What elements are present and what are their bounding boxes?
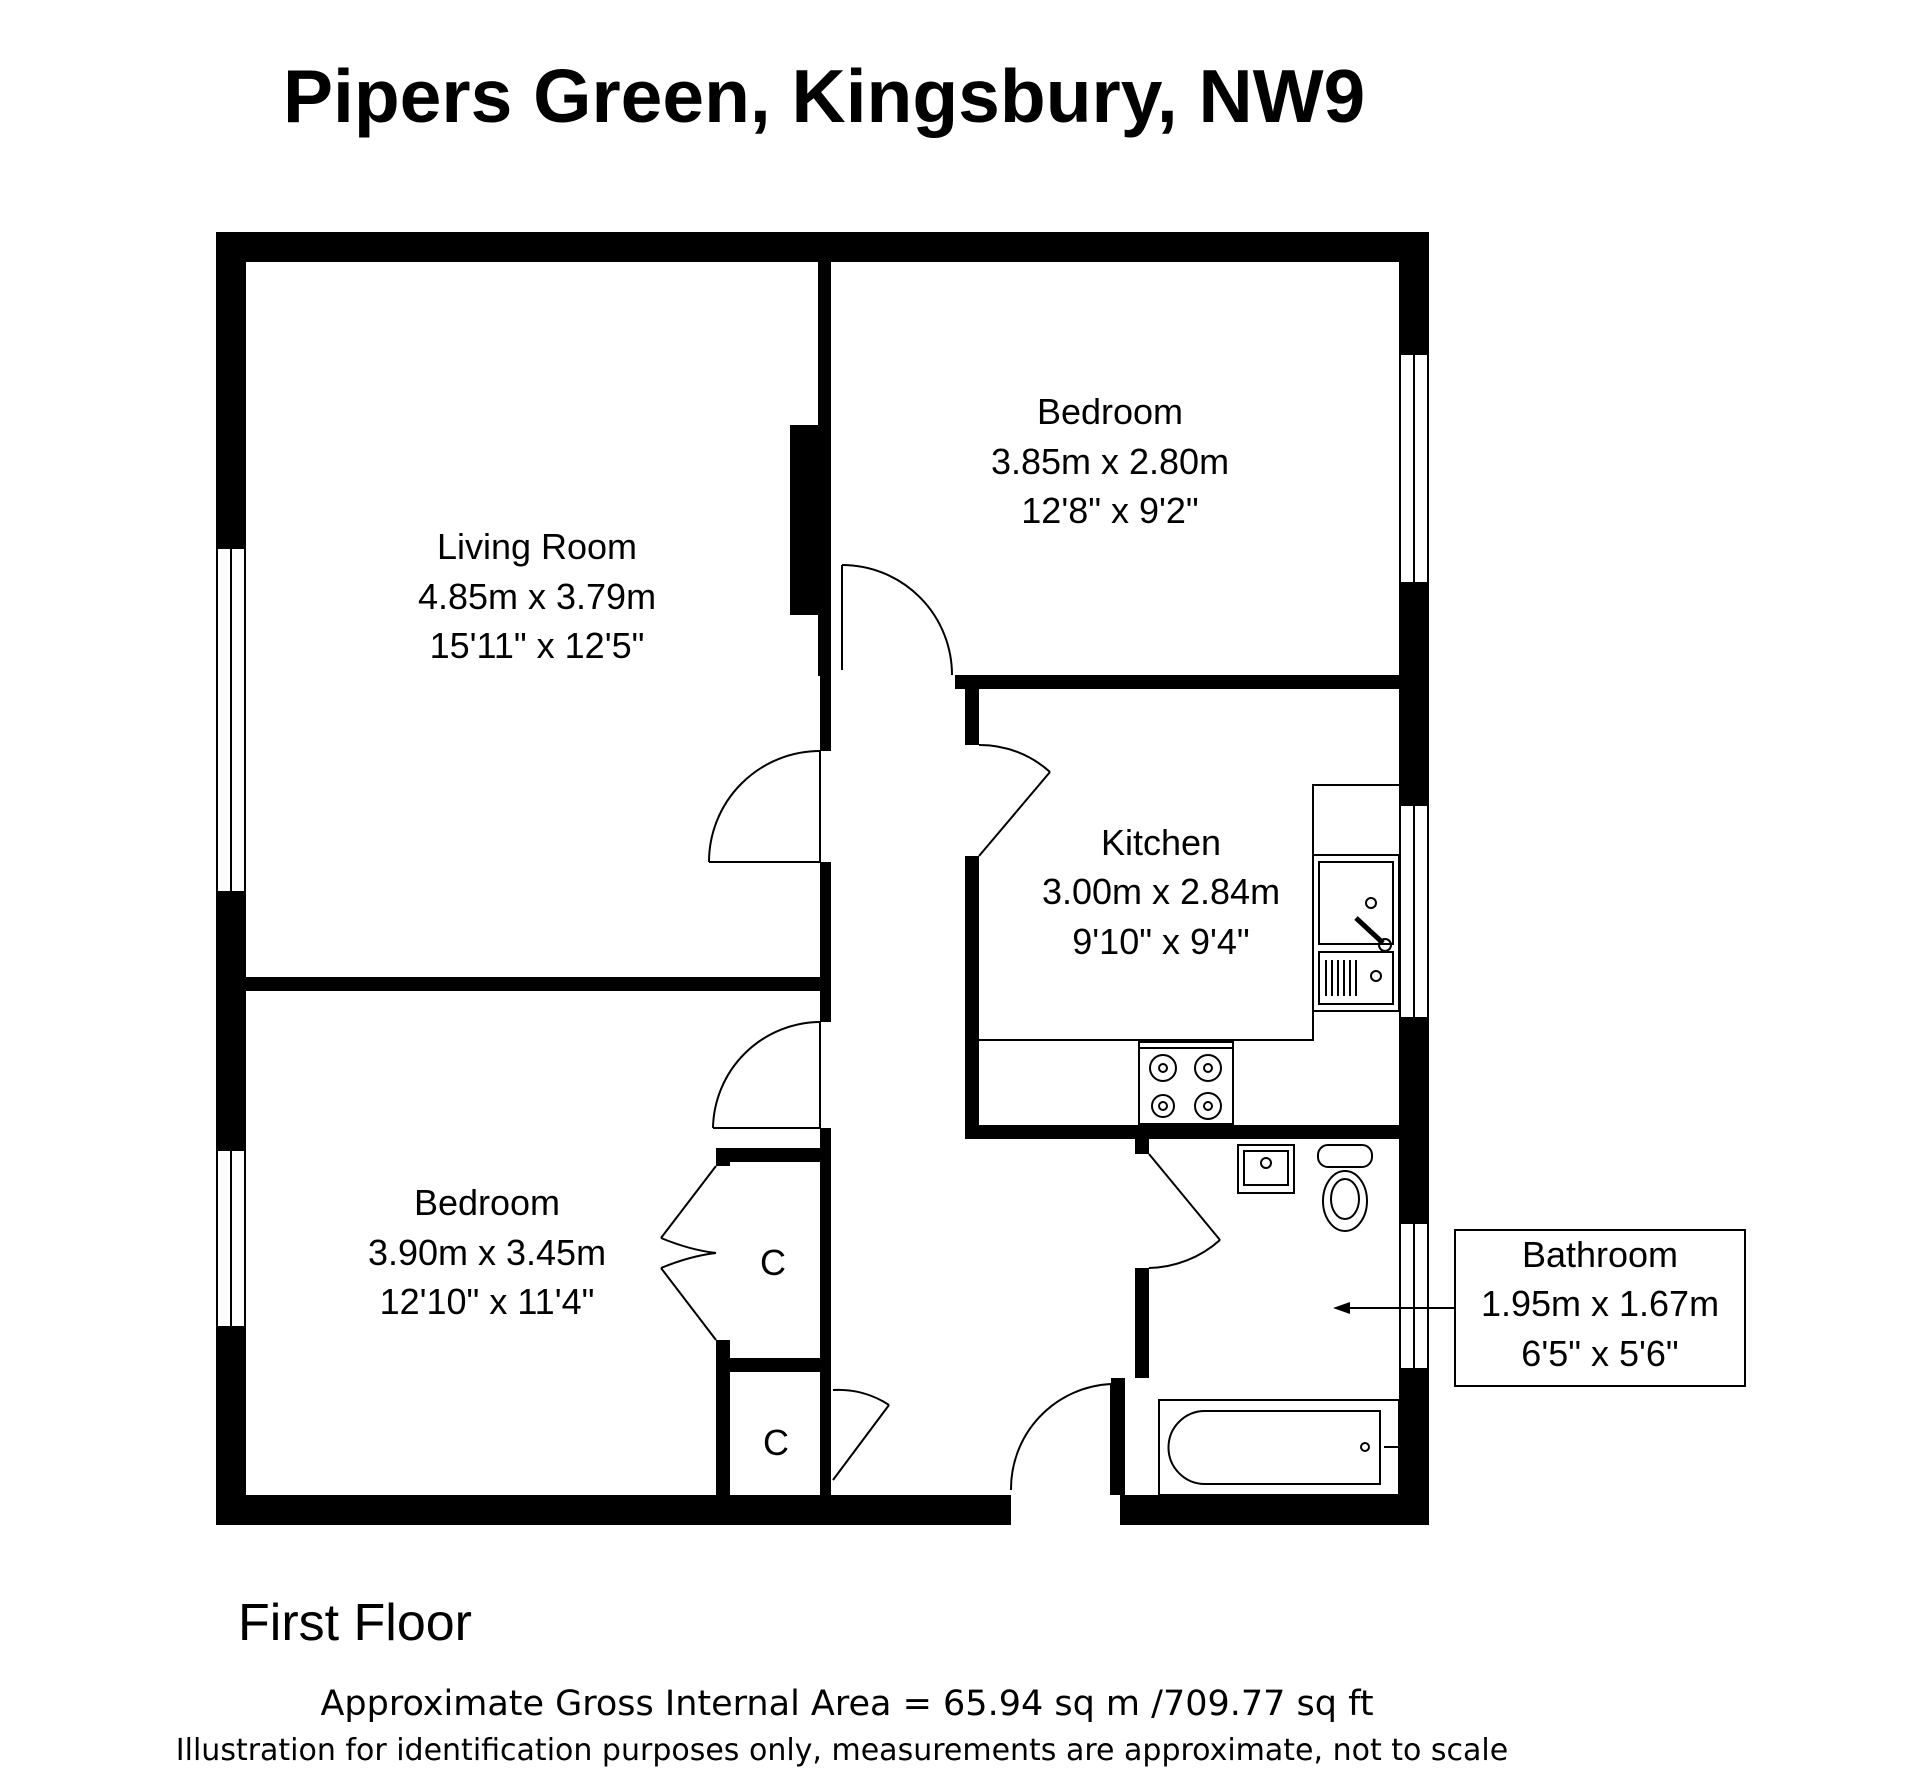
- bath: [1158, 1399, 1400, 1496]
- entrance-jamb: [1111, 1378, 1125, 1495]
- sink-outer: [1312, 854, 1400, 1012]
- label-kitchen: Kitchen 3.00m x 2.84m 9'10" x 9'4": [1042, 822, 1280, 962]
- chimney-breast: [790, 425, 818, 615]
- door-entrance: [1009, 1383, 1112, 1495]
- disclaimer: Illustration for identification purposes…: [176, 1733, 1508, 1768]
- kitchen-fittings: [979, 784, 1400, 1125]
- room-size-imperial: 12'10" x 11'4": [380, 1281, 595, 1322]
- bathroom-wall-left-1: [1135, 1139, 1149, 1154]
- sink-bowl: [1318, 861, 1394, 945]
- cupboard-wall-left-1: [716, 1148, 730, 1166]
- room-size-imperial: 6'5" x 5'6": [1521, 1333, 1678, 1374]
- door-kitchen: [978, 743, 1051, 857]
- sink-drainer: [1318, 951, 1394, 1005]
- windows: [216, 353, 1429, 1370]
- door-cupboard-2: [832, 1388, 890, 1481]
- cupboard-wall-left-2: [716, 1340, 730, 1495]
- wall-bedroom1-kitchen: [955, 675, 1399, 689]
- room-name: Kitchen: [1101, 822, 1221, 863]
- outer-wall-bottom-right: [1120, 1495, 1429, 1525]
- room-size-metric: 4.85m x 3.79m: [418, 576, 656, 617]
- hob: [1138, 1041, 1234, 1125]
- sink-tap: [1354, 916, 1385, 945]
- outer-wall-bottom-left: [216, 1495, 1011, 1525]
- wall-living-bedroom2: [246, 977, 820, 991]
- hall-wall-left-1: [820, 676, 831, 751]
- room-size-imperial: 15'11" x 12'5": [430, 625, 645, 666]
- plan-title: Pipers Green, Kingsbury, NW9: [283, 54, 1365, 138]
- wc-pan: [1322, 1170, 1368, 1232]
- label-cupboard-2: C: [763, 1422, 789, 1463]
- room-size-metric: 3.85m x 2.80m: [991, 441, 1229, 482]
- gross-internal-area: Approximate Gross Internal Area = 65.94 …: [320, 1684, 1373, 1724]
- wall-living-bedroom1: [818, 262, 831, 676]
- doors: [660, 564, 1221, 1495]
- room-name: Bathroom: [1522, 1234, 1678, 1275]
- kitchen-wall-left-1: [965, 689, 979, 745]
- drainer-grooves: [1325, 960, 1357, 996]
- room-size-imperial: 12'8" x 9'2": [1021, 490, 1198, 531]
- hall-wall-left-3: [820, 1128, 831, 1495]
- kitchen-wall-bottom: [965, 1125, 1399, 1139]
- window-glazing-lines: [230, 354, 1415, 1369]
- door-bathroom: [1148, 1153, 1221, 1269]
- hall-wall-left-2: [820, 862, 831, 1022]
- floor-label: First Floor: [238, 1594, 472, 1652]
- drainer-drain: [1370, 970, 1382, 982]
- room-size-metric: 3.00m x 2.84m: [1042, 871, 1280, 912]
- door-living-room: [708, 750, 821, 863]
- wc-cistern: [1317, 1144, 1373, 1168]
- basin: [1237, 1144, 1295, 1194]
- room-name: Bedroom: [1037, 391, 1183, 432]
- room-size-metric: 1.95m x 1.67m: [1481, 1283, 1719, 1324]
- callout-arrowhead: [1333, 1302, 1350, 1314]
- room-name: Living Room: [437, 526, 637, 567]
- door-bedroom-1: [841, 564, 953, 676]
- label-bedroom-2: Bedroom 3.90m x 3.45m 12'10" x 11'4": [368, 1182, 606, 1322]
- cupboard-wall-top: [716, 1148, 820, 1162]
- door-bedroom-2: [712, 1021, 821, 1129]
- hob-burners: [1149, 1054, 1222, 1120]
- sink-drain: [1365, 897, 1377, 909]
- room-name: Bedroom: [414, 1182, 560, 1223]
- bathroom-fittings: [1158, 1144, 1400, 1496]
- label-living-room: Living Room 4.85m x 3.79m 15'11" x 12'5": [418, 526, 656, 666]
- kitchen-wall-left-2: [965, 856, 979, 1131]
- label-cupboard-1: C: [760, 1242, 786, 1283]
- room-size-metric: 3.90m x 3.45m: [368, 1232, 606, 1273]
- outer-wall-top: [216, 232, 1429, 262]
- bathroom-callout: Bathroom 1.95m x 1.67m 6'5" x 5'6": [1333, 1229, 1746, 1387]
- bathroom-wall-left-2: [1135, 1268, 1149, 1378]
- cupboard-divider: [716, 1358, 820, 1372]
- door-cupboard-1: [660, 1165, 717, 1341]
- label-bedroom-1: Bedroom 3.85m x 2.80m 12'8" x 9'2": [991, 391, 1229, 531]
- room-size-imperial: 9'10" x 9'4": [1072, 921, 1249, 962]
